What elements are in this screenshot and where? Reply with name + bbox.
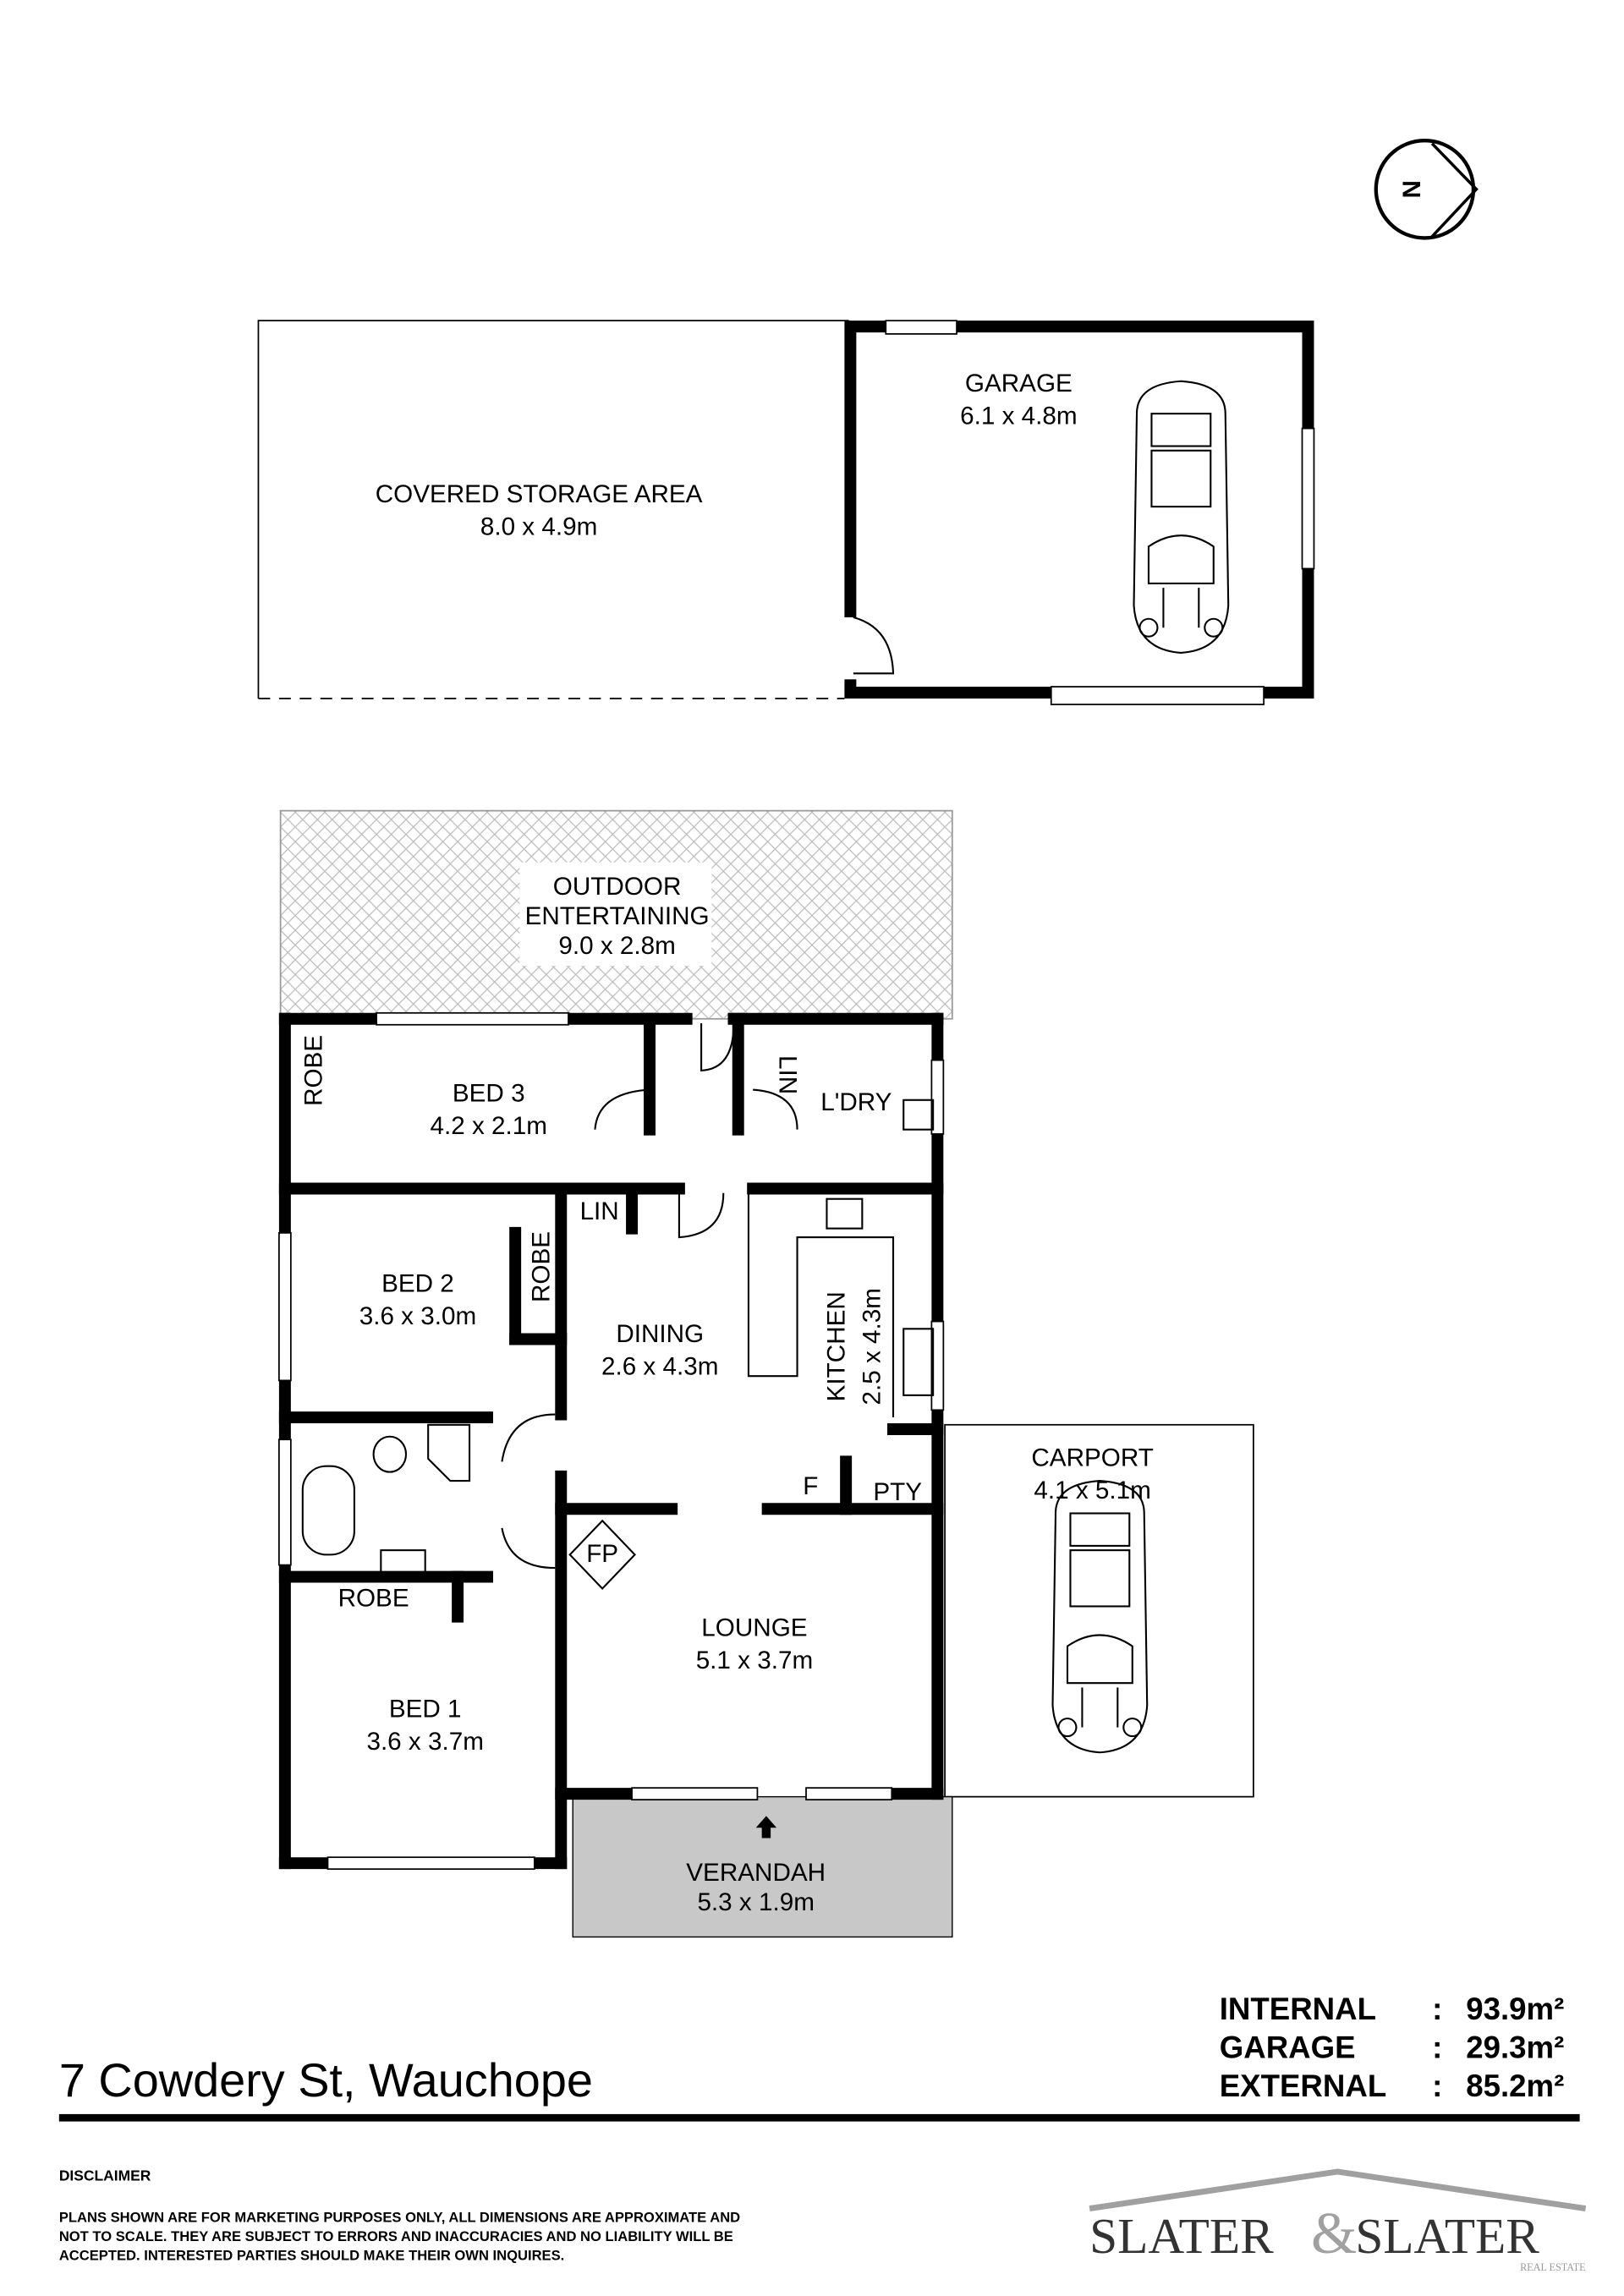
- linen-label: LIN: [774, 1055, 802, 1094]
- room-size: 2.5 x 4.3m: [858, 1288, 886, 1405]
- room-name: L'DRY: [820, 1088, 892, 1116]
- robe-label: ROBE: [527, 1231, 555, 1302]
- room-size: 8.0 x 4.9m: [480, 512, 597, 540]
- logo-subtitle: REAL ESTATE: [1520, 2261, 1586, 2273]
- logo-amp: &: [1311, 2201, 1357, 2266]
- area-sep: :: [1432, 1992, 1442, 2026]
- disclaimer-title: DISCLAIMER: [59, 2167, 151, 2184]
- room-size: 5.3 x 1.9m: [697, 1888, 814, 1916]
- property-address: 7 Cowdery St, Wauchope: [59, 2053, 593, 2107]
- room-name: BED 3: [453, 1080, 525, 1108]
- room-name: LOUNGE: [701, 1614, 807, 1641]
- room-size: 5.1 x 3.7m: [696, 1647, 813, 1674]
- area-label: GARAGE: [1220, 2030, 1356, 2065]
- disclaimer-line: NOT TO SCALE. THEY ARE SUBJECT TO ERRORS…: [59, 2228, 733, 2244]
- room-name: ENTERTAINING: [525, 902, 710, 930]
- covered-storage-area: COVERED STORAGE AREA 8.0 x 4.9m: [257, 320, 849, 699]
- footer: 7 Cowdery St, Wauchope INTERNAL : 93.9m²…: [58, 1992, 1587, 2273]
- room-size: 4.2 x 2.1m: [431, 1112, 547, 1140]
- area-value: 93.9m²: [1466, 1992, 1564, 2026]
- logo-text: SLATER: [1089, 2208, 1274, 2264]
- area-sep: :: [1432, 2030, 1442, 2065]
- area-label: EXTERNAL: [1220, 2069, 1386, 2103]
- area-summary: INTERNAL : 93.9m² GARAGE : 29.3m² EXTERN…: [1220, 1992, 1565, 2103]
- room-size: 3.6 x 3.7m: [366, 1728, 483, 1756]
- room-name: BED 2: [381, 1270, 454, 1298]
- compass-label: N: [1398, 180, 1426, 198]
- room-size: 6.1 x 4.8m: [960, 402, 1077, 430]
- north-arrow-icon: N: [1374, 139, 1479, 240]
- pantry-label: PTY: [873, 1478, 922, 1506]
- room-name: OUTDOOR: [553, 873, 682, 901]
- fireplace-label: FP: [586, 1540, 618, 1568]
- room-name: BED 1: [389, 1695, 462, 1723]
- room-name: GARAGE: [965, 370, 1073, 397]
- area-value: 85.2m²: [1466, 2069, 1564, 2103]
- room-name: KITCHEN: [822, 1291, 850, 1401]
- outdoor-entertaining: OUTDOOR ENTERTAINING 9.0 x 2.8m: [279, 809, 953, 1020]
- car-icon: [1133, 380, 1230, 654]
- area-label: INTERNAL: [1220, 1992, 1376, 2026]
- robe-label: ROBE: [300, 1035, 328, 1106]
- room-name: CARPORT: [1031, 1444, 1153, 1472]
- room-name: COVERED STORAGE AREA: [376, 480, 703, 508]
- room-name: VERANDAH: [686, 1859, 826, 1887]
- room-size: 9.0 x 2.8m: [558, 932, 675, 960]
- garage: GARAGE 6.1 x 4.8m: [842, 320, 1315, 705]
- area-sep: :: [1432, 2069, 1442, 2103]
- room-name: DINING: [616, 1320, 704, 1348]
- room-size: 2.6 x 4.3m: [601, 1352, 718, 1380]
- robe-label: ROBE: [338, 1584, 409, 1612]
- carport: CARPORT 4.1 x 5.1m: [944, 1423, 1254, 1798]
- footer-divider: [58, 2113, 1580, 2122]
- area-value: 29.3m²: [1466, 2030, 1564, 2065]
- car-icon: [1051, 1480, 1149, 1754]
- fridge-label: F: [803, 1472, 818, 1500]
- slater-logo: SLATER & SLATER REAL ESTATE: [1089, 2168, 1587, 2273]
- room-size: 3.6 x 3.0m: [359, 1302, 476, 1330]
- logo-text: SLATER: [1355, 2208, 1539, 2264]
- verandah: VERANDAH 5.3 x 1.9m: [572, 1795, 953, 1938]
- linen-label: LIN: [580, 1197, 619, 1225]
- house-walls: [278, 1011, 945, 1871]
- disclaimer-line: ACCEPTED. INTERESTED PARTIES SHOULD MAKE…: [59, 2248, 564, 2264]
- entry-arrow-icon: [755, 1816, 777, 1838]
- disclaimer-line: PLANS SHOWN ARE FOR MARKETING PURPOSES O…: [59, 2209, 740, 2225]
